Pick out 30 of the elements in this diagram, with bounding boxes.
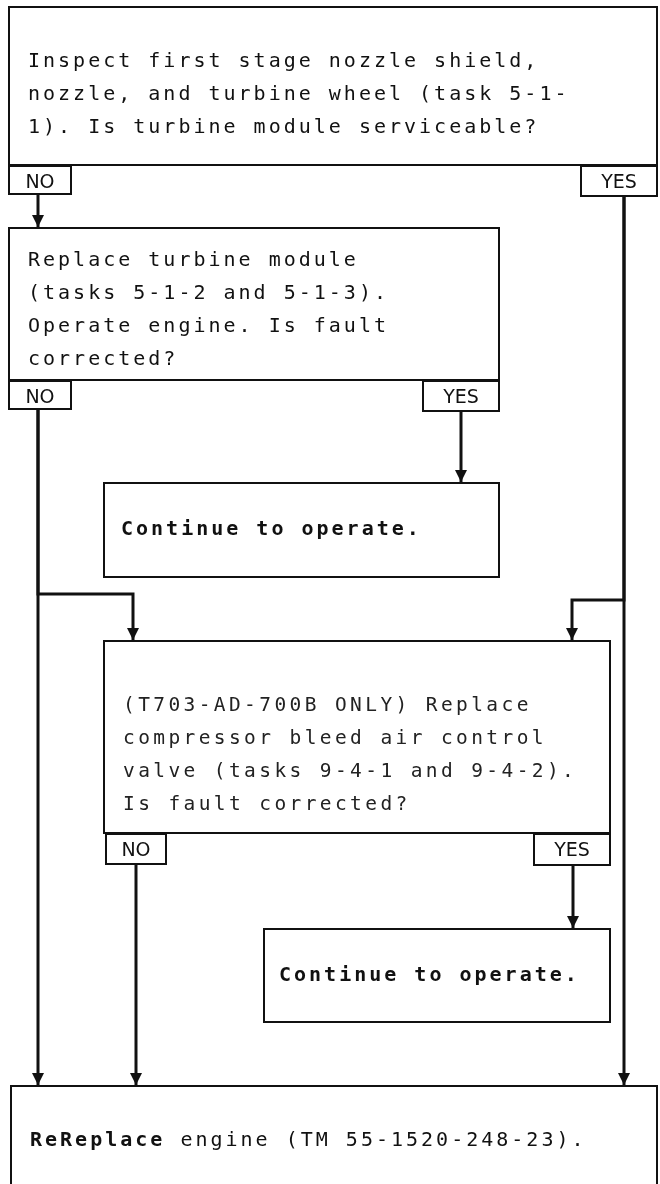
flow-arrow xyxy=(130,865,142,1085)
question-text: (T703-AD-700B ONLY) Replace compressor bleed air control valve (tasks 9-4-1 and 9-4-2). Is fault corrected? xyxy=(123,692,579,817)
answer-label: NO xyxy=(120,837,152,862)
answer-tab xyxy=(8,165,72,195)
answer-label: NO xyxy=(24,384,56,409)
result-text: Continue to operate. xyxy=(279,961,581,988)
answer-label: NO xyxy=(24,169,56,194)
decision-box xyxy=(8,6,658,166)
question-text: Replace turbine module (tasks 5-1-2 and 5-1-3). Operate engine. Is fault corrected? xyxy=(28,246,390,372)
flow-arrow xyxy=(32,195,44,227)
decision-box xyxy=(8,227,500,381)
end-box xyxy=(263,928,611,1023)
flow-arrow xyxy=(32,410,44,1085)
answer-label: YES xyxy=(553,837,591,862)
answer-tab xyxy=(8,380,72,410)
action-text: ReReplace engine (TM 55-1520-248-23). xyxy=(30,1126,588,1153)
decision-box xyxy=(103,640,611,834)
answer-label: YES xyxy=(600,169,638,194)
end-box xyxy=(103,482,500,578)
result-text: Continue to operate. xyxy=(121,515,423,542)
flow-arrow xyxy=(567,866,579,928)
flow-arrow xyxy=(455,412,467,482)
answer-tab xyxy=(105,833,167,865)
end-box xyxy=(10,1085,658,1184)
answer-tab xyxy=(533,833,611,866)
question-text: Inspect first stage nozzle shield, nozzle, and turbine wheel (task 5-1- 1). Is turbine module serviceable? xyxy=(28,47,571,140)
answer-tab xyxy=(422,380,500,412)
answer-tab xyxy=(580,165,658,197)
flow-arrow xyxy=(618,197,630,1085)
answer-label: YES xyxy=(442,384,480,409)
